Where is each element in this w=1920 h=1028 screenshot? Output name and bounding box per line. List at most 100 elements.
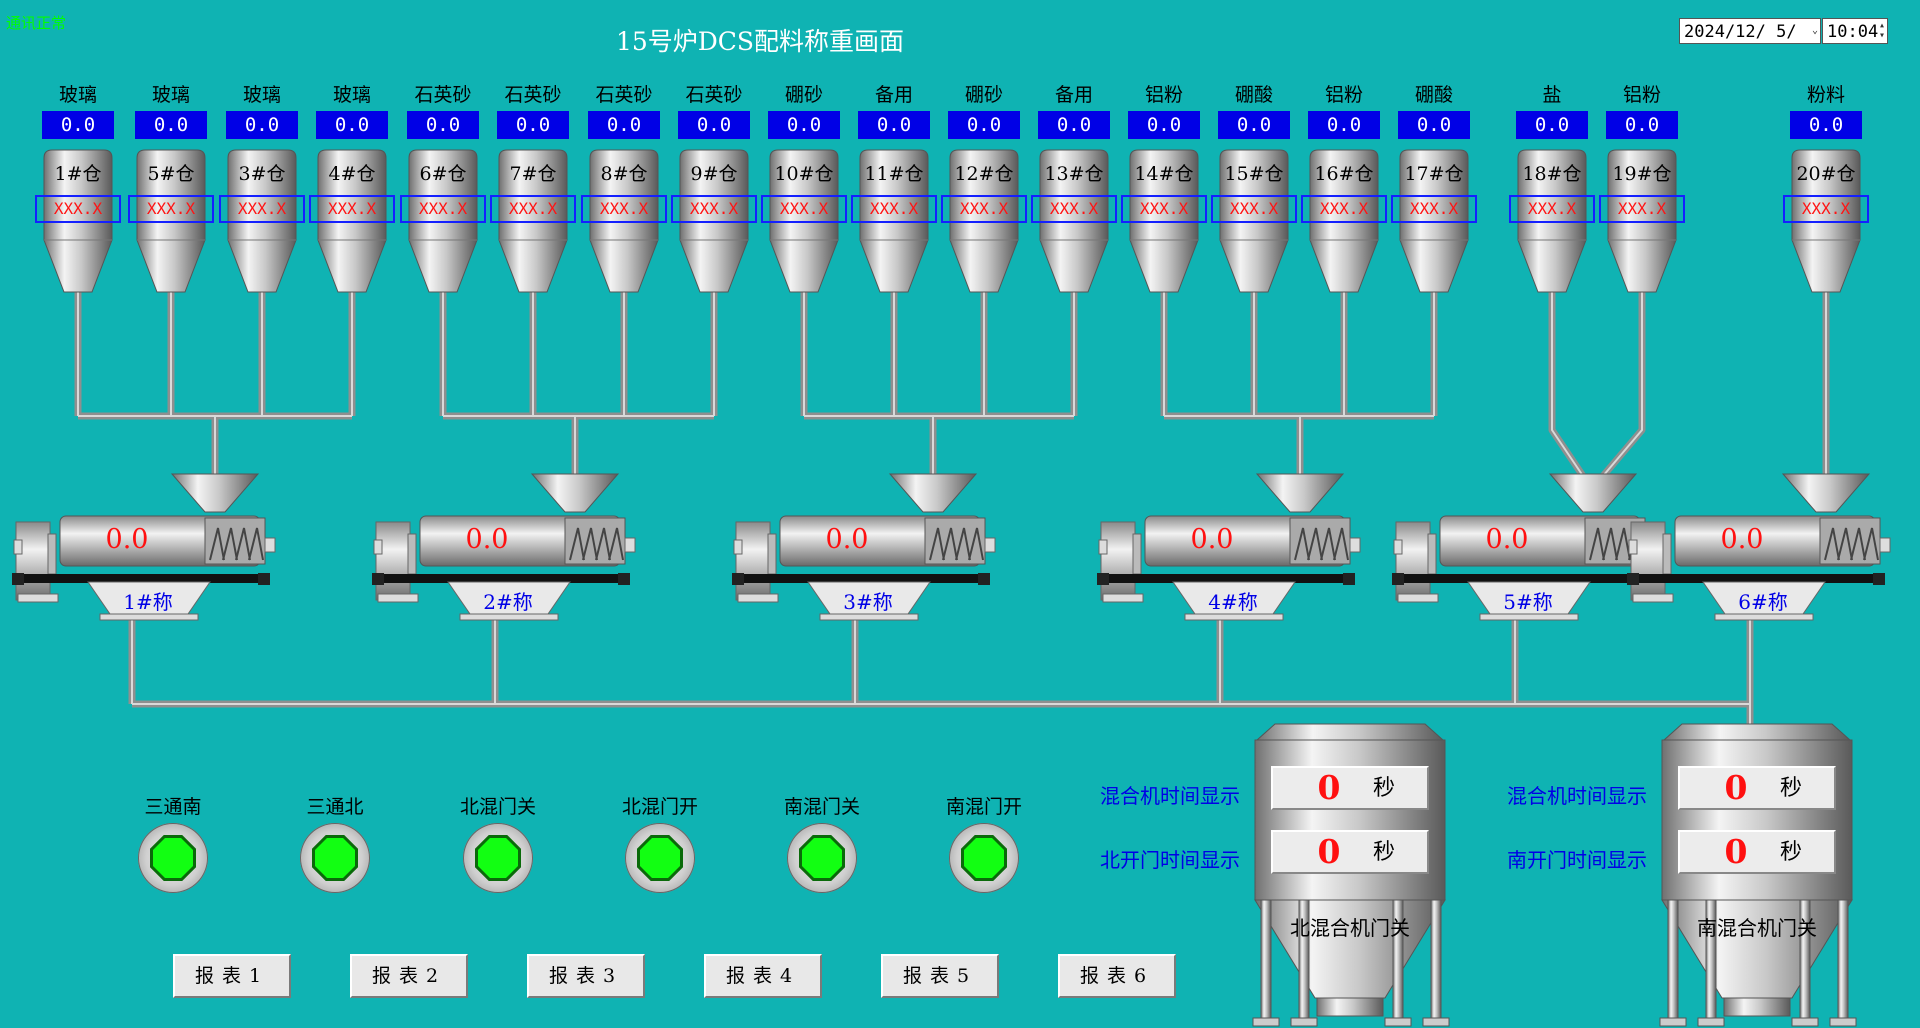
bin-material-7: 石英砂	[595, 84, 653, 106]
bin-weight-7: XXX.X	[581, 195, 667, 223]
bin-weight-9: XXX.X	[761, 195, 847, 223]
bin-setpoint-9[interactable]: 0.0	[768, 111, 840, 139]
bin-label-19: 20#仓	[1796, 163, 1856, 185]
bin-label-3: 3#仓	[238, 163, 286, 185]
scale-name-2: 2#称	[483, 590, 533, 614]
bin-weight-3: XXX.X	[219, 195, 305, 223]
bin-label-17: 18#仓	[1522, 163, 1582, 185]
report-button-2[interactable]: 报表2	[350, 954, 468, 998]
bin-setpoint-4[interactable]: 0.0	[316, 111, 388, 139]
scale-weight-6: 0.0	[1720, 524, 1764, 555]
bin-weight-8: XXX.X	[671, 195, 757, 223]
indicator-label-1: 三通南	[144, 796, 202, 818]
mix-time-label-2: 混合机时间显示	[1507, 784, 1647, 808]
bin-label-7: 8#仓	[600, 163, 648, 185]
door-time-label-1: 北开门时间显示	[1100, 848, 1240, 872]
bin-setpoint-3[interactable]: 0.0	[226, 111, 298, 139]
bin-material-6: 石英砂	[504, 84, 562, 106]
indicator-label-6: 南混门开	[945, 796, 1022, 818]
lamp-light-3	[478, 838, 518, 878]
spinner-icon[interactable]: ▴▾	[1878, 20, 1885, 41]
bin-label-8: 9#仓	[690, 163, 738, 185]
report-button-4[interactable]: 报表4	[704, 954, 822, 998]
scale-2	[372, 473, 636, 621]
bin-weight-14: XXX.X	[1211, 195, 1297, 223]
bin-setpoint-8[interactable]: 0.0	[678, 111, 750, 139]
bin-material-18: 铝粉	[1622, 84, 1661, 106]
scale-weight-5: 0.0	[1485, 524, 1529, 555]
report-button-5[interactable]: 报表5	[881, 954, 999, 998]
page-title: 15号炉DCS配料称重画面	[615, 27, 905, 56]
bin-label-13: 14#仓	[1134, 163, 1194, 185]
bin-setpoint-2[interactable]: 0.0	[135, 111, 207, 139]
mix-time-value-2: 0	[1724, 768, 1748, 807]
bin-setpoint-19[interactable]: 0.0	[1790, 111, 1862, 139]
scale-weight-3: 0.0	[825, 524, 869, 555]
bin-label-12: 13#仓	[1044, 163, 1104, 185]
lamp-light-5	[802, 838, 842, 878]
indicator-label-5: 南混门关	[783, 796, 860, 818]
bin-weight-2: XXX.X	[128, 195, 214, 223]
indicator-label-2: 三通北	[306, 796, 364, 818]
bin-weight-17: XXX.X	[1509, 195, 1595, 223]
bin-label-9: 10#仓	[774, 163, 834, 185]
bin-label-18: 19#仓	[1612, 163, 1672, 185]
indicator-lamp-4	[625, 823, 695, 893]
time-picker[interactable]: 10:04 ▴▾	[1822, 18, 1888, 44]
scale-4	[1097, 473, 1361, 621]
mixer-door-label-1: 北混合机门关	[1290, 916, 1410, 940]
bin-weight-12: XXX.X	[1031, 195, 1117, 223]
bin-setpoint-16[interactable]: 0.0	[1398, 111, 1470, 139]
date-picker[interactable]: 2024/12/ 5/ ⌄	[1679, 18, 1821, 44]
scale-weight-1: 0.0	[105, 524, 149, 555]
scale-1	[12, 473, 276, 621]
door-time-unit-1: 秒	[1373, 840, 1396, 865]
comm-status: 通讯正常	[6, 14, 67, 32]
indicator-label-3: 北混门关	[459, 796, 536, 818]
lamp-light-2	[315, 838, 355, 878]
indicator-lamp-1	[138, 823, 208, 893]
bin-weight-11: XXX.X	[941, 195, 1027, 223]
report-button-6[interactable]: 报表6	[1058, 954, 1176, 998]
door-time-unit-2: 秒	[1780, 840, 1803, 865]
lamp-light-1	[153, 838, 193, 878]
bin-setpoint-12[interactable]: 0.0	[1038, 111, 1110, 139]
bin-setpoint-15[interactable]: 0.0	[1308, 111, 1380, 139]
bin-material-4: 玻璃	[332, 84, 371, 106]
bin-weight-5: XXX.X	[400, 195, 486, 223]
bin-setpoint-17[interactable]: 0.0	[1516, 111, 1588, 139]
indicator-label-4: 北混门开	[621, 796, 698, 818]
bin-setpoint-11[interactable]: 0.0	[948, 111, 1020, 139]
lamp-light-4	[640, 838, 680, 878]
bin-setpoint-13[interactable]: 0.0	[1128, 111, 1200, 139]
indicator-lamp-3	[463, 823, 533, 893]
bin-label-2: 5#仓	[147, 163, 195, 185]
bin-setpoint-6[interactable]: 0.0	[497, 111, 569, 139]
bin-material-12: 备用	[1054, 84, 1093, 106]
bin-label-10: 11#仓	[864, 163, 924, 185]
report-button-1[interactable]: 报表1	[173, 954, 291, 998]
bin-setpoint-5[interactable]: 0.0	[407, 111, 479, 139]
bin-setpoint-14[interactable]: 0.0	[1218, 111, 1290, 139]
report-button-3[interactable]: 报表3	[527, 954, 645, 998]
bin-material-19: 粉料	[1806, 84, 1845, 106]
mix-time-label-1: 混合机时间显示	[1100, 784, 1240, 808]
bin-weight-1: XXX.X	[35, 195, 121, 223]
lamp-light-6	[964, 838, 1004, 878]
bin-setpoint-10[interactable]: 0.0	[858, 111, 930, 139]
bin-weight-6: XXX.X	[490, 195, 576, 223]
bin-setpoint-1[interactable]: 0.0	[42, 111, 114, 139]
bin-weight-18: XXX.X	[1599, 195, 1685, 223]
bin-setpoint-7[interactable]: 0.0	[588, 111, 660, 139]
mix-time-unit-1: 秒	[1373, 776, 1396, 801]
chevron-down-icon[interactable]: ⌄	[1811, 25, 1818, 36]
indicator-lamp-5	[787, 823, 857, 893]
indicator-lamp-6	[949, 823, 1019, 893]
time-value: 10:04	[1827, 22, 1879, 42]
bin-setpoint-18[interactable]: 0.0	[1606, 111, 1678, 139]
scale-name-6: 6#称	[1738, 590, 1788, 614]
bin-material-8: 石英砂	[685, 84, 743, 106]
indicator-lamp-2	[300, 823, 370, 893]
